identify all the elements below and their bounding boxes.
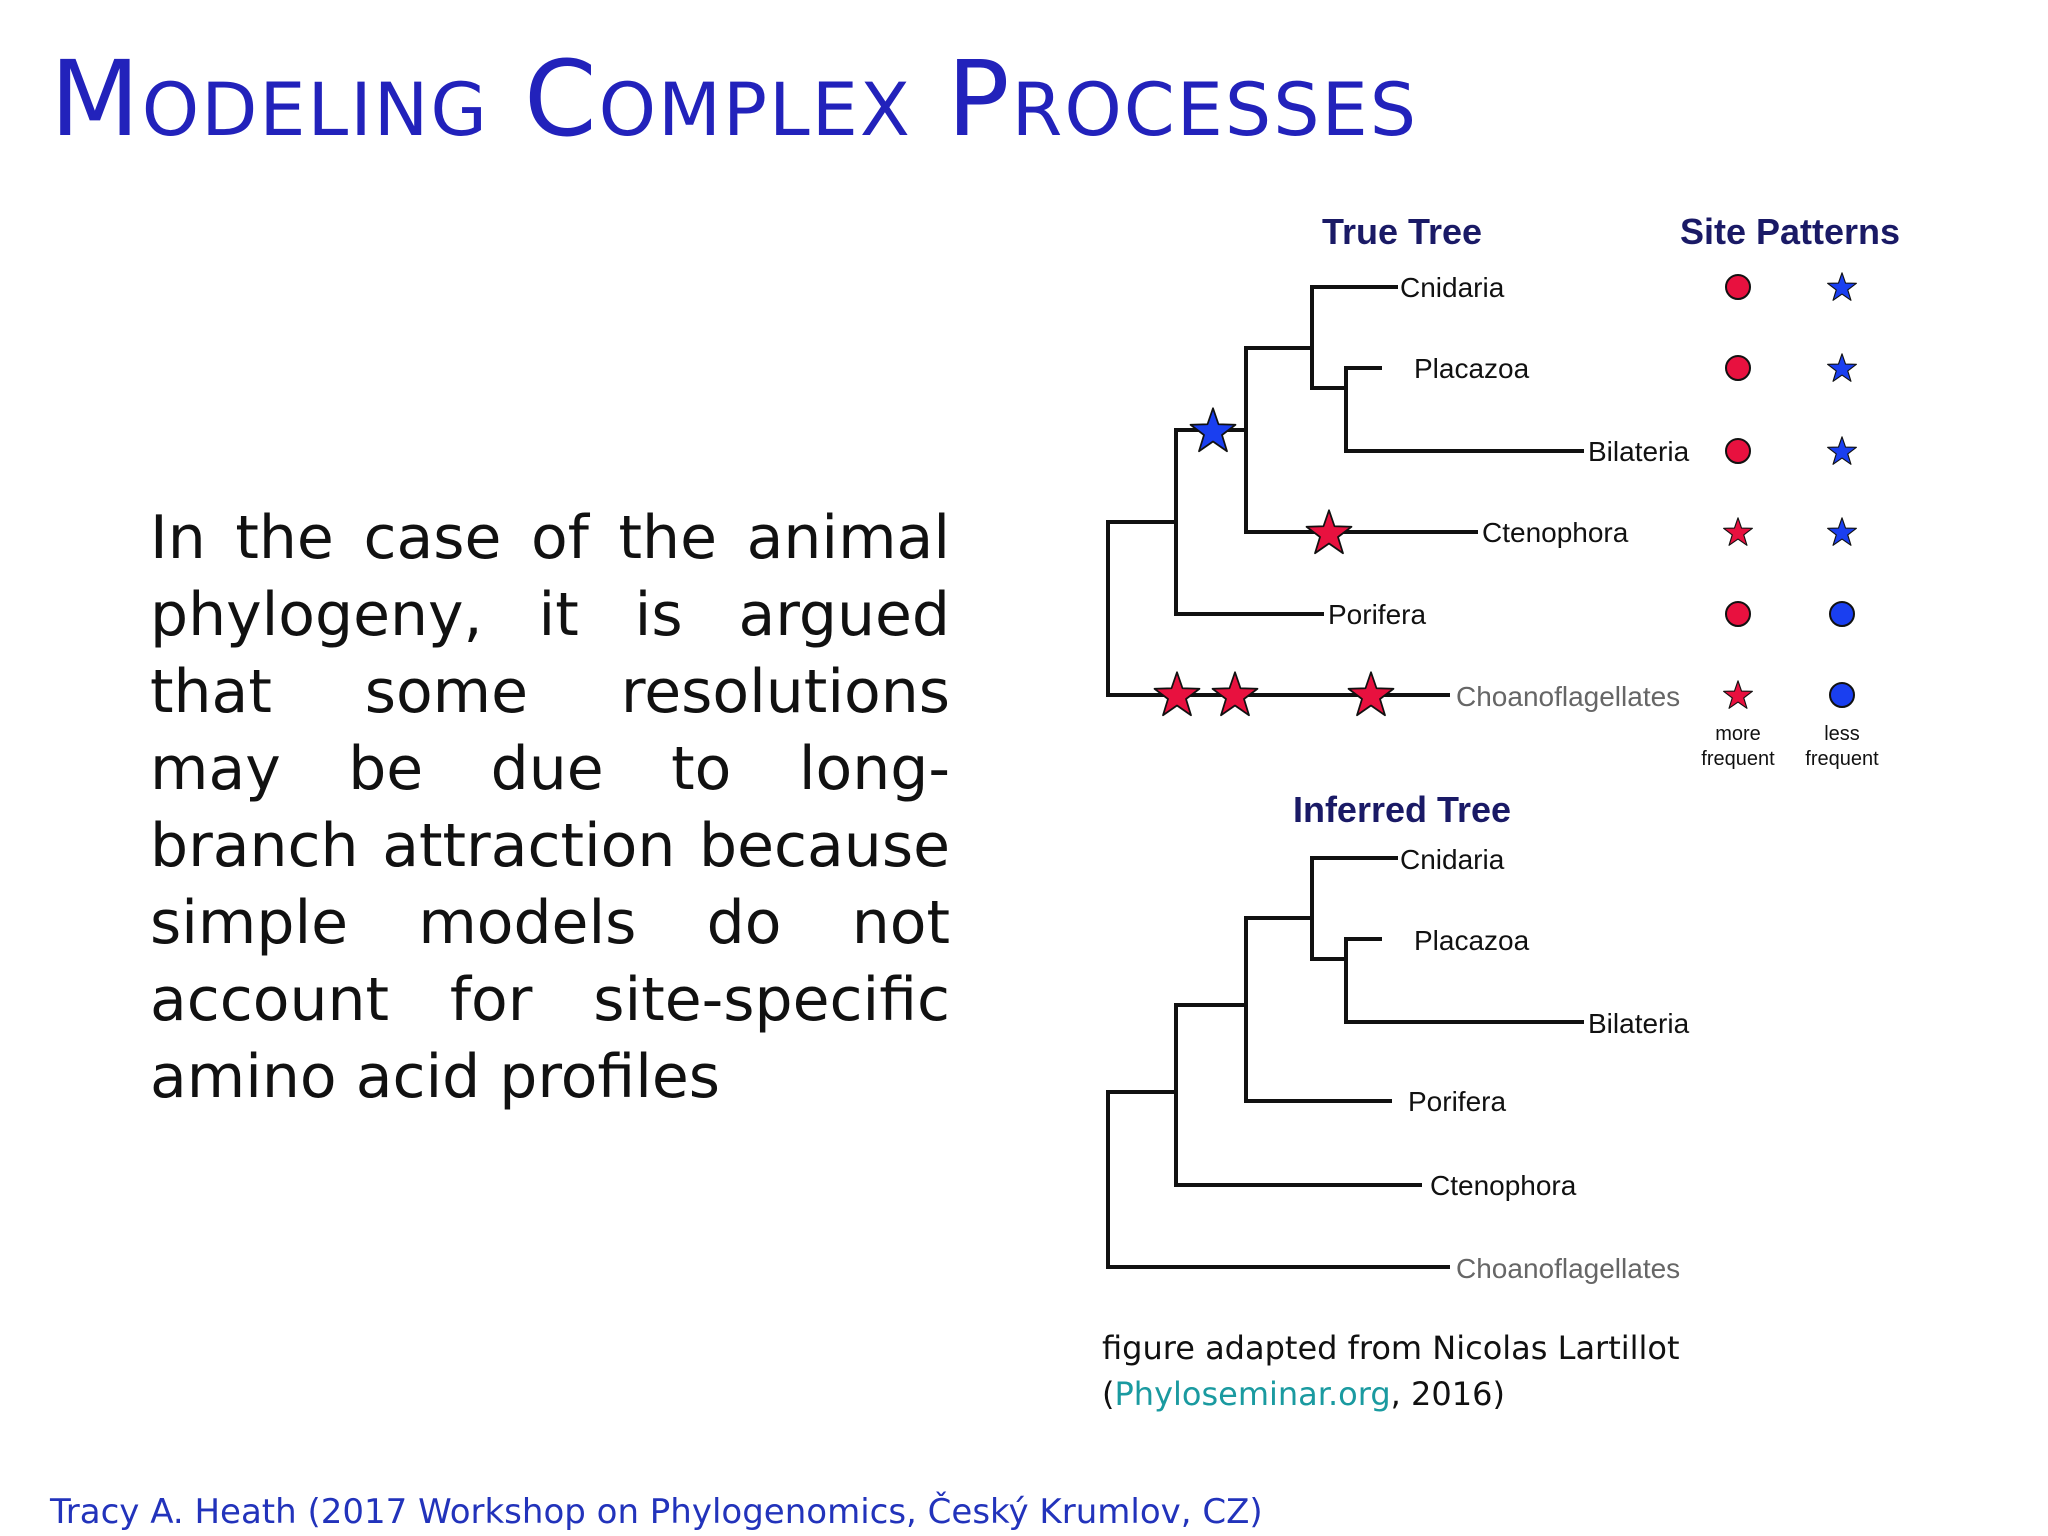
taxon-label: Ctenophora: [1482, 517, 1629, 548]
red-star-icon: [1211, 671, 1259, 717]
taxon-label: Bilateria: [1588, 1008, 1690, 1039]
column-label-less: less: [1824, 723, 1860, 745]
red-circle-icon: [1725, 438, 1751, 464]
red-star-icon: [1305, 509, 1353, 555]
blue-star-icon: [1827, 517, 1857, 546]
body-text: In the case of the animal phylogeny, it …: [150, 503, 950, 1112]
red-circle-icon: [1725, 355, 1751, 381]
caption-line-1: figure adapted from Nicolas Lartillot: [1102, 1329, 1680, 1367]
footer-credit: Tracy A. Heath (2017 Workshop on Phyloge…: [50, 1492, 1263, 1532]
blue-circle-icon: [1829, 601, 1855, 627]
site-pattern-markers: [1723, 272, 1857, 709]
inferred-tree-branches: [1106, 856, 1584, 1269]
red-star-icon: [1723, 680, 1753, 709]
phyloseminar-link[interactable]: Phyloseminar.org: [1114, 1375, 1391, 1413]
taxon-label: Porifera: [1328, 599, 1426, 630]
inferred-tree-heading: Inferred Tree: [1293, 789, 1511, 830]
column-label-frequent: frequent: [1805, 748, 1879, 770]
figure-caption: figure adapted from Nicolas Lartillot (P…: [1102, 1325, 1680, 1417]
taxon-label: Placazoa: [1414, 353, 1530, 384]
taxon-label: Bilateria: [1588, 436, 1690, 467]
taxon-label: Ctenophora: [1430, 1170, 1577, 1201]
red-circle-icon: [1725, 601, 1751, 627]
column-label-more: more: [1715, 723, 1761, 745]
slide-title: Modeling Complex Processes: [50, 38, 1419, 160]
site-pattern-column-labels: more frequent less frequent: [1701, 723, 1879, 770]
red-star-icon: [1347, 671, 1395, 717]
inferred-tree-taxa: Cnidaria Placazoa Bilateria Porifera Cte…: [1400, 844, 1690, 1284]
taxon-label: Cnidaria: [1400, 844, 1505, 875]
taxon-label: Porifera: [1408, 1086, 1506, 1117]
caption-line-2: (Phyloseminar.org, 2016): [1102, 1371, 1680, 1417]
column-label-frequent: frequent: [1701, 748, 1775, 770]
blue-circle-icon: [1829, 682, 1855, 708]
caption-open-paren: (: [1102, 1375, 1115, 1413]
taxon-label-outgroup: Choanoflagellates: [1456, 1253, 1680, 1284]
site-patterns-heading: Site Patterns: [1680, 211, 1900, 252]
blue-star-icon: [1189, 407, 1237, 453]
true-tree-branches: [1106, 285, 1584, 697]
red-star-icon: [1723, 517, 1753, 546]
taxon-label: Cnidaria: [1400, 272, 1505, 303]
blue-star-icon: [1827, 272, 1857, 301]
true-tree-stars: [1153, 407, 1395, 717]
blue-star-icon: [1827, 436, 1857, 465]
blue-star-icon: [1827, 353, 1857, 382]
true-tree-heading: True Tree: [1322, 211, 1482, 252]
red-circle-icon: [1725, 274, 1751, 300]
red-star-icon: [1153, 671, 1201, 717]
caption-rest: , 2016): [1390, 1375, 1505, 1413]
true-tree-taxa: Cnidaria Placazoa Bilateria Ctenophora P…: [1328, 272, 1690, 712]
taxon-label: Placazoa: [1414, 925, 1530, 956]
taxon-label-outgroup: Choanoflagellates: [1456, 681, 1680, 712]
